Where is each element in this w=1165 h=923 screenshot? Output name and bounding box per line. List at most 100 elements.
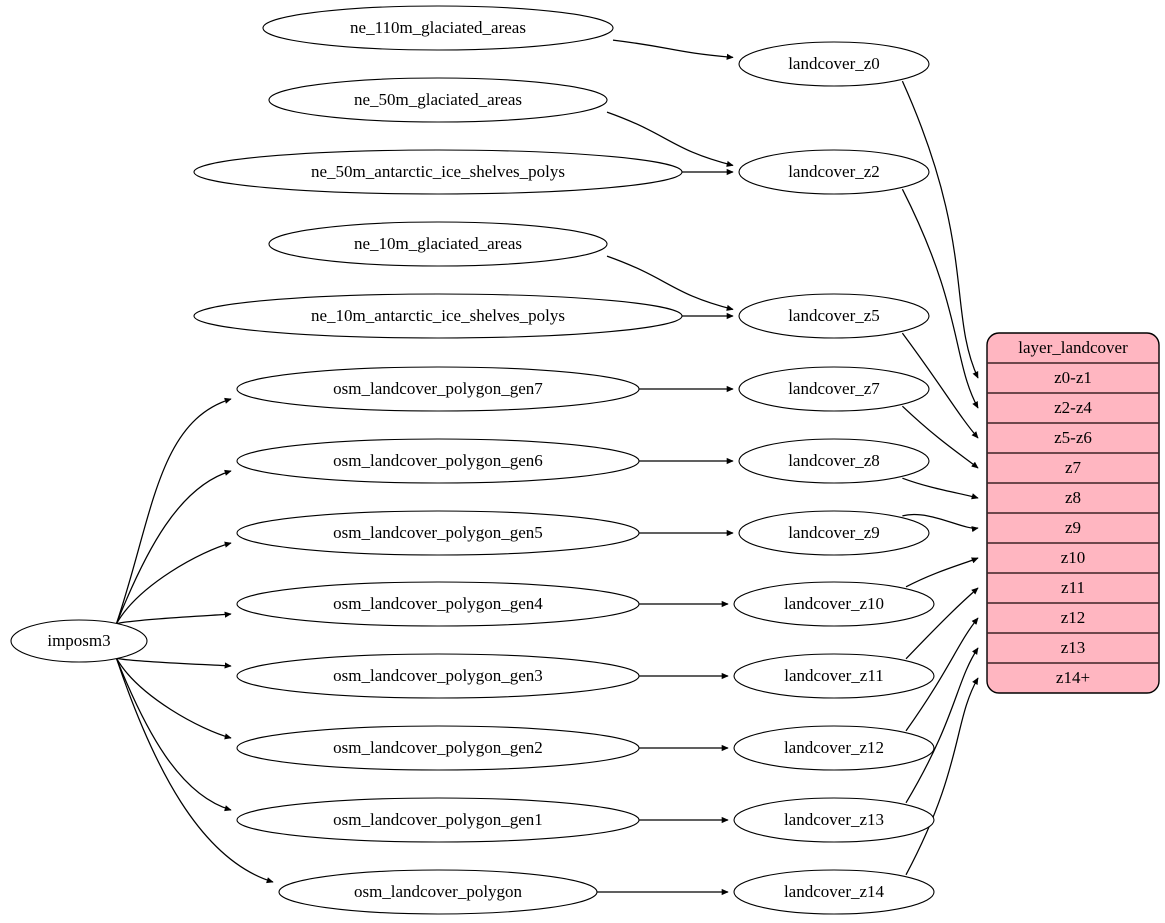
node-label: osm_landcover_polygon_gen7 (333, 379, 543, 398)
node-osm-landcover-polygon-gen1[interactable]: osm_landcover_polygon_gen1 (236, 797, 640, 843)
edge-landcover-z13-to-table-z13 (905, 647, 979, 804)
node-ne-10m-antarctic-ice-shelves-polys[interactable]: ne_10m_antarctic_ice_shelves_polys (193, 293, 683, 339)
table-node-ellipse (236, 797, 640, 843)
node-landcover-z12[interactable]: landcover_z12 (733, 725, 935, 771)
edge-landcover-z8-to-table-z8 (902, 477, 979, 500)
node-landcover-z7[interactable]: landcover_z7 (738, 366, 930, 412)
layer-landcover-table: layer_landcoverz0-z1z2-z4z5-z6z7z8z9z10z… (986, 332, 1160, 694)
node-label: osm_landcover_polygon_gen1 (333, 810, 543, 829)
edge-imposm3-to-osm-landcover-polygon-gen5 (115, 541, 232, 625)
table-row-label: z10 (1061, 548, 1086, 567)
table-node-ellipse (236, 653, 640, 699)
table-node-ellipse (236, 438, 640, 484)
node-landcover-z14[interactable]: landcover_z14 (733, 869, 935, 915)
view-node-ellipse (733, 869, 935, 915)
table-node-ellipse (268, 221, 608, 267)
table-row-label: z11 (1061, 578, 1085, 597)
node-label: landcover_z11 (784, 666, 883, 685)
node-label: landcover_z14 (784, 882, 885, 901)
node-ne-10m-glaciated-areas[interactable]: ne_10m_glaciated_areas (268, 221, 608, 267)
table-node-ellipse (236, 366, 640, 412)
node-osm-landcover-polygon-gen3[interactable]: osm_landcover_polygon_gen3 (236, 653, 640, 699)
node-osm-landcover-polygon-gen7[interactable]: osm_landcover_polygon_gen7 (236, 366, 640, 412)
node-label: osm_landcover_polygon_gen6 (333, 451, 543, 470)
node-label: ne_10m_antarctic_ice_shelves_polys (311, 306, 565, 325)
node-label: osm_landcover_polygon (354, 882, 523, 901)
node-landcover-z0[interactable]: landcover_z0 (738, 41, 930, 87)
table-header-label: layer_landcover (1018, 338, 1128, 357)
view-node-ellipse (738, 366, 930, 412)
edges-layer (115, 39, 979, 896)
table-row-label: z2-z4 (1054, 398, 1092, 417)
node-label: landcover_z7 (788, 379, 880, 398)
table-row-label: z13 (1061, 638, 1086, 657)
view-node-ellipse (738, 438, 930, 484)
node-label: landcover_z13 (784, 810, 884, 829)
node-osm-landcover-polygon-gen4[interactable]: osm_landcover_polygon_gen4 (236, 581, 640, 627)
node-osm-landcover-polygon[interactable]: osm_landcover_polygon (278, 869, 598, 915)
edge-imposm3-to-osm-landcover-polygon-gen3 (116, 657, 232, 669)
node-label: ne_10m_glaciated_areas (354, 234, 522, 253)
node-label: landcover_z8 (788, 451, 880, 470)
table-row-label: z9 (1065, 518, 1081, 537)
node-imposm3[interactable]: imposm3 (10, 619, 148, 663)
node-ne-50m-antarctic-ice-shelves-polys[interactable]: ne_50m_antarctic_ice_shelves_polys (193, 149, 683, 195)
table-node-ellipse (236, 510, 640, 556)
view-node-ellipse (738, 510, 930, 556)
table-row-label: z8 (1065, 488, 1081, 507)
edge-ne-50m-glaciated-areas-to-landcover-z2 (606, 111, 734, 167)
edge-landcover-z12-to-table-z12 (905, 617, 979, 732)
node-ne-110m-glaciated-areas[interactable]: ne_110m_glaciated_areas (262, 5, 614, 51)
node-label: landcover_z9 (788, 523, 880, 542)
table-node-ellipse (278, 869, 598, 915)
node-landcover-z8[interactable]: landcover_z8 (738, 438, 930, 484)
node-landcover-z11[interactable]: landcover_z11 (733, 653, 935, 699)
view-node-ellipse (733, 797, 935, 843)
node-label: imposm3 (47, 631, 110, 650)
node-label: osm_landcover_polygon_gen3 (333, 666, 543, 685)
node-landcover-z10[interactable]: landcover_z10 (733, 581, 935, 627)
node-landcover-z2[interactable]: landcover_z2 (738, 149, 930, 195)
edge-landcover-z5-to-table-z5-z6 (901, 332, 979, 439)
edge-landcover-z10-to-table-z10 (905, 557, 979, 588)
edge-imposm3-to-osm-landcover-polygon-gen1 (115, 657, 232, 812)
node-osm-landcover-polygon-gen2[interactable]: osm_landcover_polygon_gen2 (236, 725, 640, 771)
node-landcover-z13[interactable]: landcover_z13 (733, 797, 935, 843)
node-label: landcover_z0 (788, 54, 880, 73)
node-osm-landcover-polygon-gen6[interactable]: osm_landcover_polygon_gen6 (236, 438, 640, 484)
node-label: landcover_z10 (784, 594, 884, 613)
node-osm-landcover-polygon-gen5[interactable]: osm_landcover_polygon_gen5 (236, 510, 640, 556)
table-row-label: z5-z6 (1054, 428, 1092, 447)
edge-imposm3-to-osm-landcover-polygon-gen2 (115, 657, 232, 740)
view-node-ellipse (733, 725, 935, 771)
table-node-ellipse (193, 293, 683, 339)
node-label: landcover_z5 (788, 306, 880, 325)
node-ne-50m-glaciated-areas[interactable]: ne_50m_glaciated_areas (268, 77, 608, 123)
source-node-ellipse (10, 619, 148, 663)
edge-imposm3-to-osm-landcover-polygon (115, 658, 274, 884)
table-node-ellipse (262, 5, 614, 51)
table-node-ellipse (236, 581, 640, 627)
node-landcover-z9[interactable]: landcover_z9 (738, 510, 930, 556)
edge-ne-10m-glaciated-areas-to-landcover-z5 (606, 255, 734, 311)
edge-imposm3-to-osm-landcover-polygon-gen6 (115, 469, 232, 625)
view-node-ellipse (738, 41, 930, 87)
table-node-ellipse (236, 725, 640, 771)
node-label: landcover_z12 (784, 738, 884, 757)
node-landcover-z5[interactable]: landcover_z5 (738, 293, 930, 339)
node-label: osm_landcover_polygon_gen5 (333, 523, 543, 542)
node-label: ne_110m_glaciated_areas (350, 18, 526, 37)
node-label: ne_50m_glaciated_areas (354, 90, 522, 109)
node-label: osm_landcover_polygon_gen2 (333, 738, 543, 757)
table-row-label: z7 (1065, 458, 1082, 477)
edge-ne-110m-glaciated-areas-to-landcover-z0 (612, 39, 734, 60)
view-node-ellipse (733, 581, 935, 627)
edge-landcover-z9-to-table-z9 (902, 514, 979, 533)
edge-landcover-z7-to-table-z7 (901, 405, 979, 469)
node-label: osm_landcover_polygon_gen4 (333, 594, 543, 613)
node-label: landcover_z2 (788, 162, 880, 181)
table-node-ellipse (193, 149, 683, 195)
edge-landcover-z2-to-table-z2-z4 (901, 188, 979, 409)
